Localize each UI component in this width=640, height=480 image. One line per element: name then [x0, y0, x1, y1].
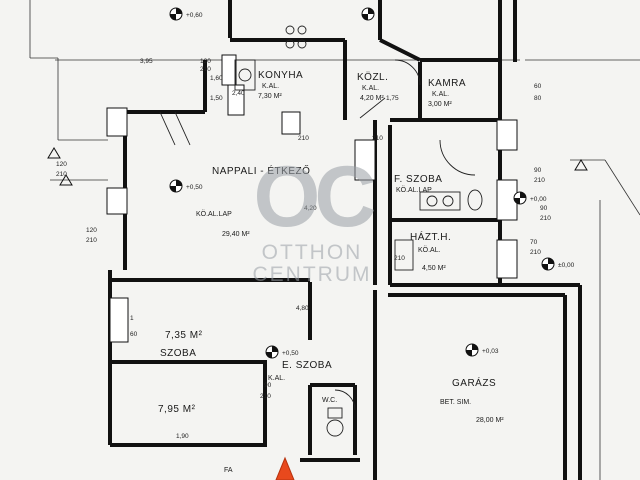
room-szoba2-area: 7,95 M² — [158, 404, 196, 415]
level-4: ±0,00 — [558, 262, 575, 269]
dim-210i: 210 — [394, 255, 405, 262]
level-6: +0,50 — [282, 350, 299, 357]
room-kozl-name: KÖZL. — [357, 71, 388, 83]
room-kozl-floor: K.AL. — [362, 85, 379, 92]
room-nappali-name: NAPPALI - ÉTKEZŐ — [212, 163, 310, 177]
dimension-labels: 3,95 120 210 1,60 2,40 1,50 1,75 60 80 2… — [56, 12, 575, 440]
dim-175: 1,75 — [386, 95, 399, 102]
dim-420: 4,20 — [304, 205, 317, 212]
dim-60b: 60 — [130, 331, 138, 338]
dim-480: 4,80 — [296, 305, 309, 312]
dim-70: 70 — [530, 239, 538, 246]
room-wc-name: W.C. — [322, 397, 337, 404]
dim-210c: 210 — [56, 171, 67, 178]
room-konyha-area: 7,30 M² — [258, 93, 282, 100]
level-1: +0,60 — [186, 12, 203, 19]
room-kamra-name: KAMRA — [428, 78, 466, 89]
room-garazs-name: GARÁZS — [452, 376, 496, 389]
room-szoba1-name: SZOBA — [160, 348, 196, 359]
dim-210h: 210 — [372, 135, 383, 142]
entrance-marker-icon — [275, 456, 295, 480]
level-5: +0,03 — [482, 348, 499, 355]
dim-120a: 120 — [200, 58, 211, 65]
level-3: +0,00 — [530, 196, 547, 203]
room-hazt-area: 4,50 M² — [422, 265, 446, 272]
dim-90b: 90 — [540, 205, 548, 212]
dim-80: 80 — [534, 95, 542, 102]
dim-210b: 210 — [298, 135, 309, 142]
room-nappali-area: 29,40 M² — [222, 231, 250, 238]
room-nappali-floor: KÖ.AL.LAP — [196, 210, 232, 218]
room-eszoba-floor: K.AL. — [268, 375, 285, 382]
room-kamra-floor: K.AL. — [432, 91, 449, 98]
room-konyha-floor: K.AL. — [262, 83, 279, 90]
room-garazs-floor: BET. SIM. — [440, 399, 471, 406]
room-szoba1-area: 7,35 M² — [165, 330, 203, 341]
window-marks — [106, 54, 518, 343]
dim-60: 60 — [534, 83, 542, 90]
dim-150: 1,50 — [210, 95, 223, 102]
axis-triangles — [47, 147, 588, 186]
dim-190: 1,90 — [176, 433, 189, 440]
dim-240: 2,40 — [232, 90, 245, 97]
walls — [108, 0, 582, 480]
dim-210e: 210 — [534, 177, 545, 184]
room-kozl-area: 4,20 M² — [360, 95, 384, 102]
dim-210a: 210 — [200, 66, 211, 73]
dim-210j: 210 — [260, 393, 271, 400]
dim-120b: 120 — [56, 161, 67, 168]
room-hazt-floor: KÖ.AL. — [418, 246, 441, 254]
dim-90c: 90 — [264, 382, 272, 389]
dim-210f: 210 — [540, 215, 551, 222]
dim-210g: 210 — [530, 249, 541, 256]
room-kamra-area: 3,00 M² — [428, 101, 452, 108]
room-konyha-name: KONYHA — [258, 70, 303, 81]
dim-120c: 120 — [86, 227, 97, 234]
dim-160: 1,60 — [210, 75, 223, 82]
room-fa-name: FA — [224, 467, 233, 474]
dim-90a: 90 — [534, 167, 542, 174]
room-labels: KONYHA K.AL. 7,30 M² KÖZL. K.AL. 4,20 M²… — [158, 70, 504, 474]
dim-395: 3,95 — [140, 58, 153, 65]
dim-210d: 210 — [86, 237, 97, 244]
room-hazt-name: HÁZT.H. — [410, 230, 451, 243]
room-fszoba-name: F. SZOBA — [394, 174, 442, 185]
room-garazs-area: 28,00 M² — [476, 417, 504, 424]
dim-1: 1 — [130, 315, 134, 322]
fixtures — [234, 25, 483, 437]
door-swings — [159, 59, 476, 411]
room-eszoba-name: E. SZOBA — [282, 360, 332, 371]
level-markers — [169, 7, 555, 359]
level-2: +0,50 — [186, 184, 203, 191]
room-fszoba-floor: KÖ.AL.LAP — [396, 186, 432, 194]
